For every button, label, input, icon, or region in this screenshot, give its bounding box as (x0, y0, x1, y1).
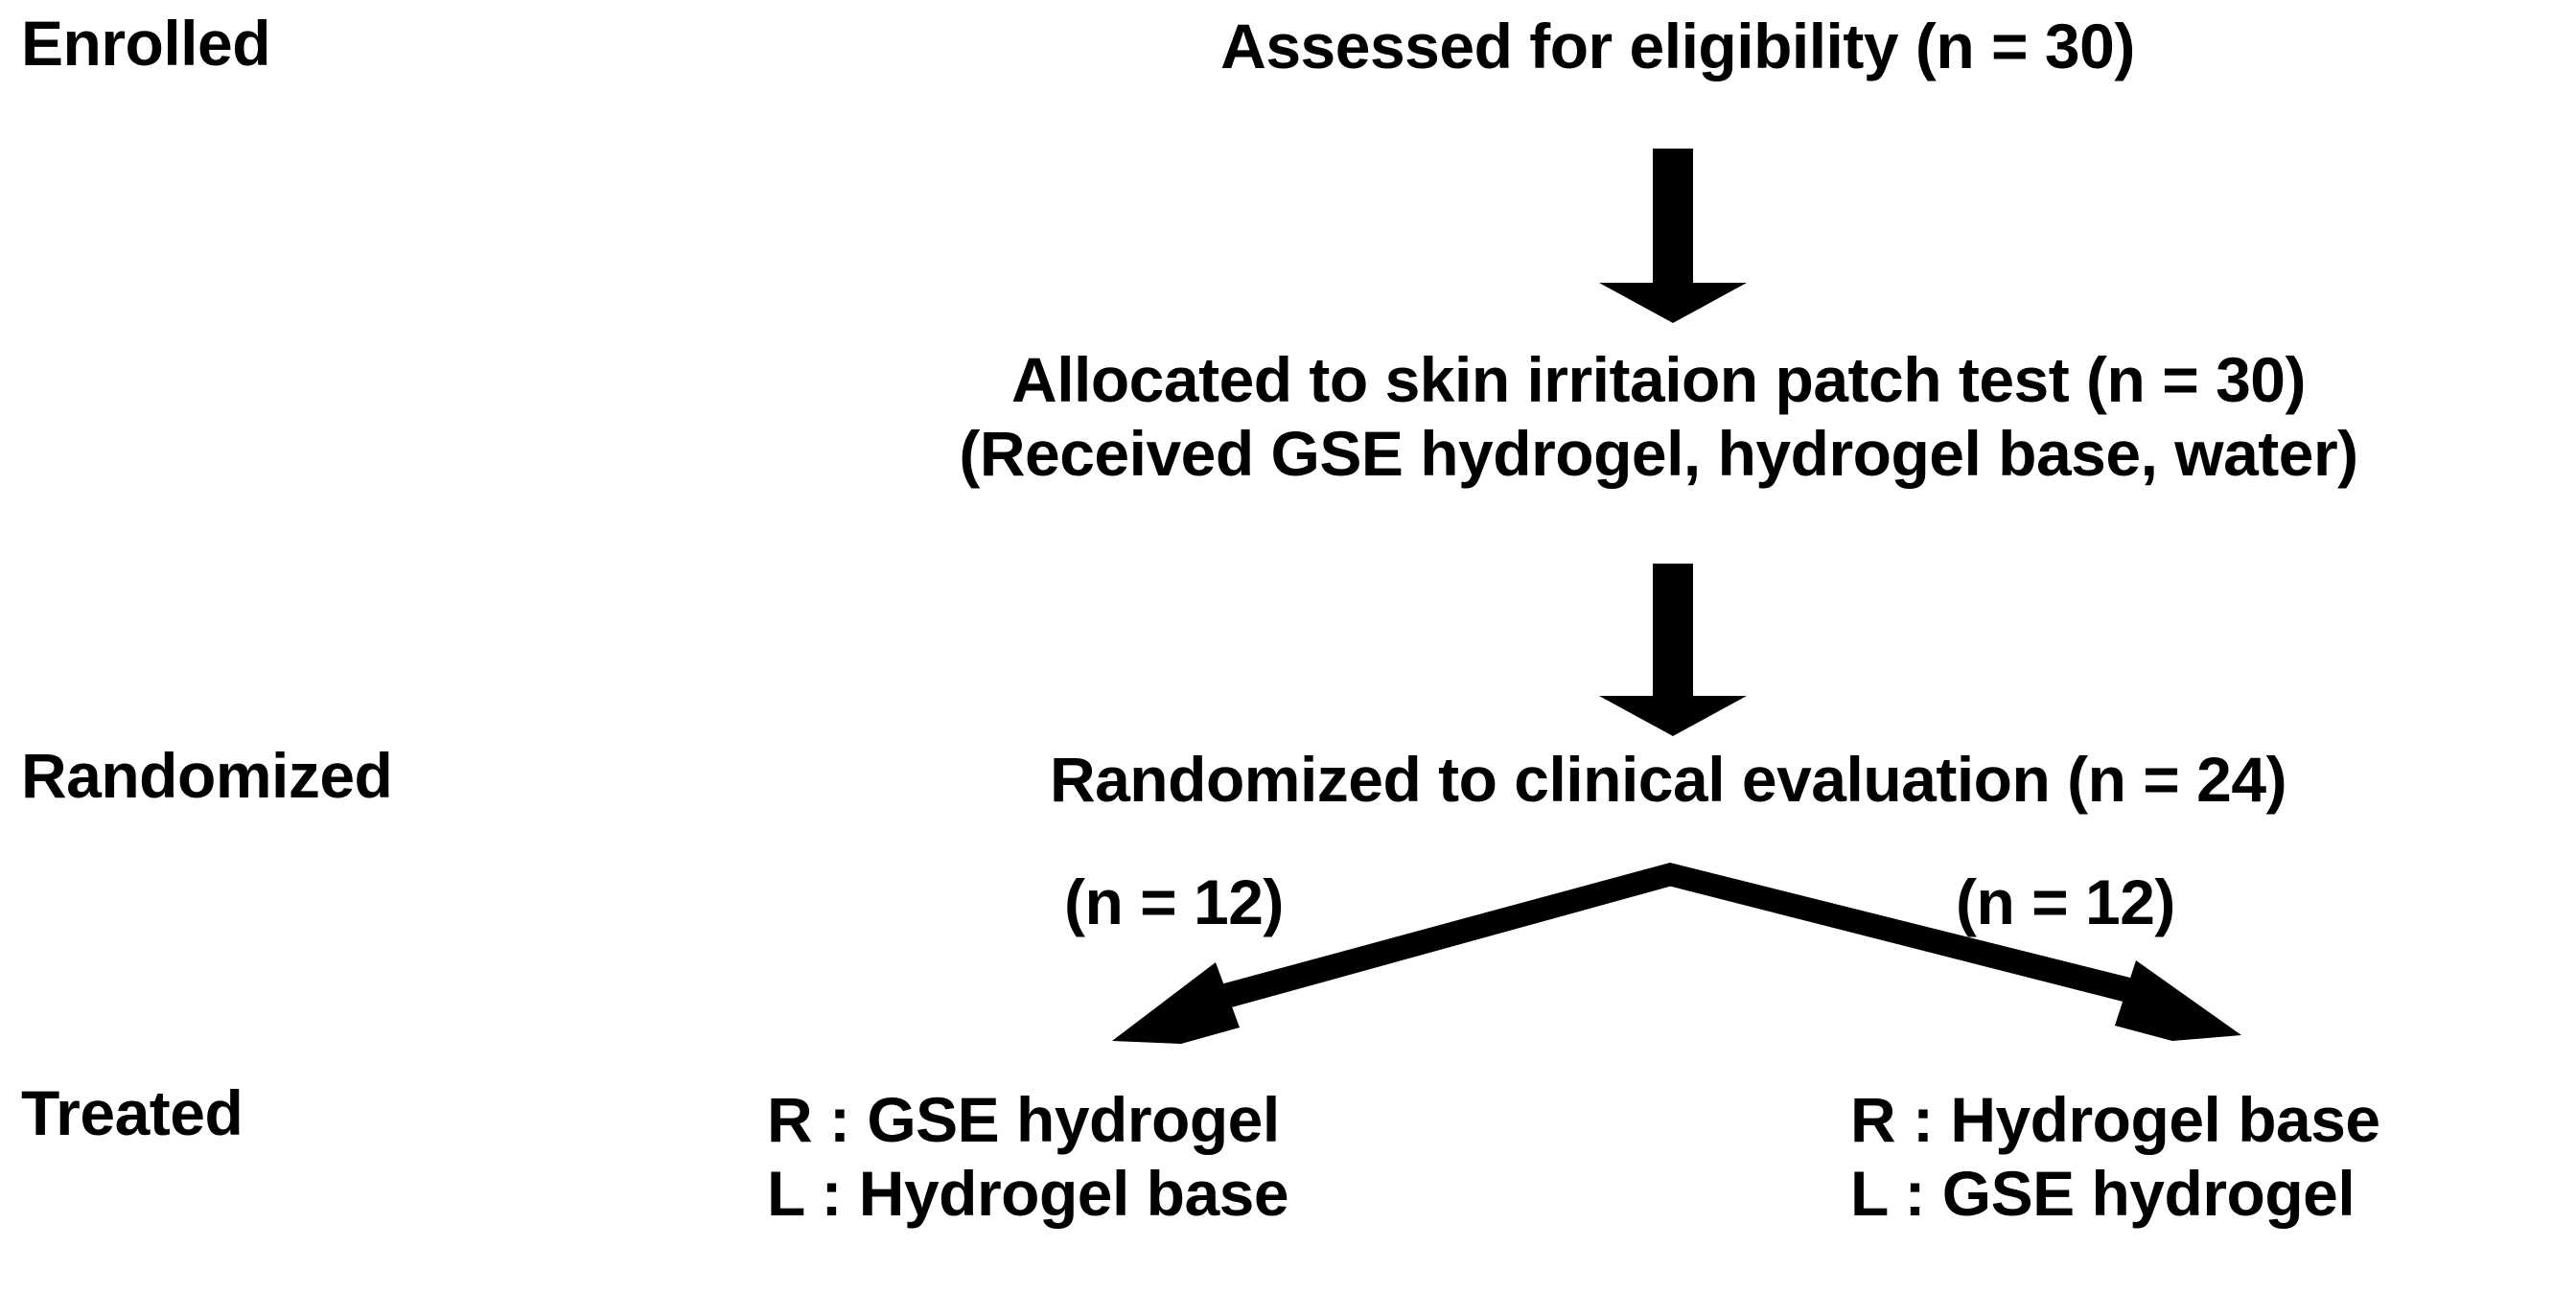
stage-label-randomized: Randomized (21, 740, 393, 811)
node-allocated-line-1: Allocated to skin irritaion patch test (… (1011, 344, 2306, 415)
arrow-assessed-to-allocated-icon (1599, 149, 1747, 323)
stage-label-enrolled: Enrolled (21, 8, 271, 79)
node-randomized-line-1: Randomized to clinical evaluation (n = 2… (1049, 744, 2287, 815)
arm-left-line-2: L : Hydrogel base (767, 1157, 1289, 1229)
arm-left-line-1: R : GSE hydrogel (767, 1084, 1280, 1155)
branch-count-left: (n = 12) (1064, 866, 1284, 937)
node-assessed-line-1: Assessed for eligibility (n = 30) (1220, 11, 2135, 81)
arm-left-treatment: R : GSE hydrogel L : Hydrogel base (767, 1083, 1289, 1230)
branch-count-right: (n = 12) (1956, 866, 2175, 937)
node-assessed-for-eligibility: Assessed for eligibility (n = 30) (1102, 10, 2253, 83)
arrow-allocated-to-randomized-icon (1599, 564, 1747, 736)
node-allocated-line-2: (Received GSE hydrogel, hydrogel base, w… (959, 417, 2358, 489)
arm-right-treatment: R : Hydrogel base L : GSE hydrogel (1850, 1083, 2380, 1230)
arm-right-line-1: R : Hydrogel base (1850, 1084, 2380, 1155)
stage-label-treated: Treated (21, 1077, 244, 1148)
node-allocated-patch-test: Allocated to skin irritaion patch test (… (757, 343, 2560, 490)
arm-right-line-2: L : GSE hydrogel (1850, 1157, 2356, 1229)
node-randomized-clinical-evaluation: Randomized to clinical evaluation (n = 2… (863, 743, 2473, 817)
